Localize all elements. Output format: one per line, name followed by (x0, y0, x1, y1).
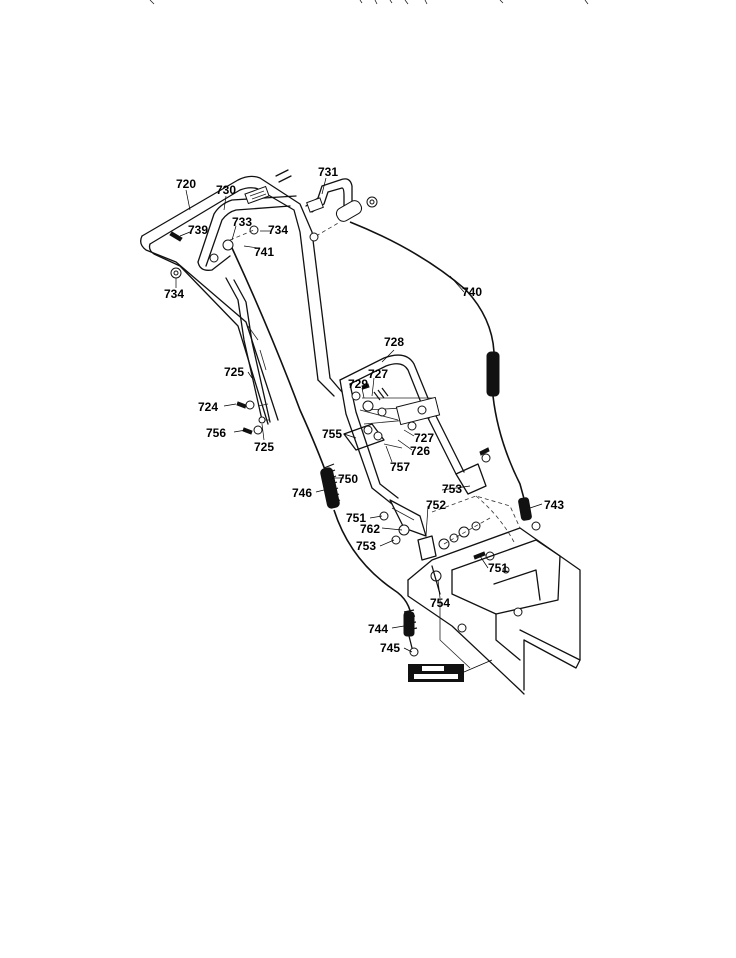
part-label: 762 (360, 522, 380, 536)
part-label: 745 (380, 641, 400, 655)
part-label: 726 (410, 444, 430, 458)
part-label: 744 (368, 622, 388, 636)
linkage-hardware (379, 499, 495, 595)
part-label: 731 (318, 165, 338, 179)
part-label: 743 (544, 498, 564, 512)
crossbar (197, 195, 297, 271)
leader-lines (175, 177, 543, 653)
right-cable (349, 221, 541, 531)
callout-box (408, 659, 493, 682)
part-label: 746 (292, 486, 312, 500)
part-label: 739 (188, 223, 208, 237)
control-bail (305, 178, 378, 242)
part-label: 720 (176, 177, 196, 191)
part-label: 740 (462, 285, 482, 299)
small-hardware (169, 225, 259, 279)
part-label: 741 (254, 245, 274, 259)
part-label: 756 (206, 426, 226, 440)
part-label: 753 (442, 482, 462, 496)
part-label: 724 (198, 400, 218, 414)
part-label: 729 (348, 377, 368, 391)
part-label: 751 (488, 561, 508, 575)
part-label: 727 (414, 431, 434, 445)
upper-handle (140, 175, 343, 425)
upper-clip (244, 169, 292, 205)
part-label: 734 (164, 287, 184, 301)
part-label: 730 (216, 183, 236, 197)
part-label: 734 (268, 223, 288, 237)
part-label: 755 (322, 427, 342, 441)
part-label: 751 (346, 511, 366, 525)
part-label: 757 (390, 460, 410, 474)
part-label: 728 (384, 335, 404, 349)
control-bracket (339, 354, 491, 505)
part-label: 727 (368, 367, 388, 381)
housing (407, 495, 581, 695)
lower-handle (225, 277, 271, 423)
left-cable (231, 247, 419, 657)
scan-marks (149, 0, 589, 5)
lower-bolts (236, 400, 266, 435)
part-label: 725 (224, 365, 244, 379)
part-label: 733 (232, 215, 252, 229)
part-label: 752 (426, 498, 446, 512)
part-label: 725 (254, 440, 274, 454)
part-labels: 720 730 731 739 733 734 741 734 740 728 … (164, 165, 564, 655)
part-label: 754 (430, 596, 450, 610)
part-label: 753 (356, 539, 376, 553)
part-label: 750 (338, 472, 358, 486)
